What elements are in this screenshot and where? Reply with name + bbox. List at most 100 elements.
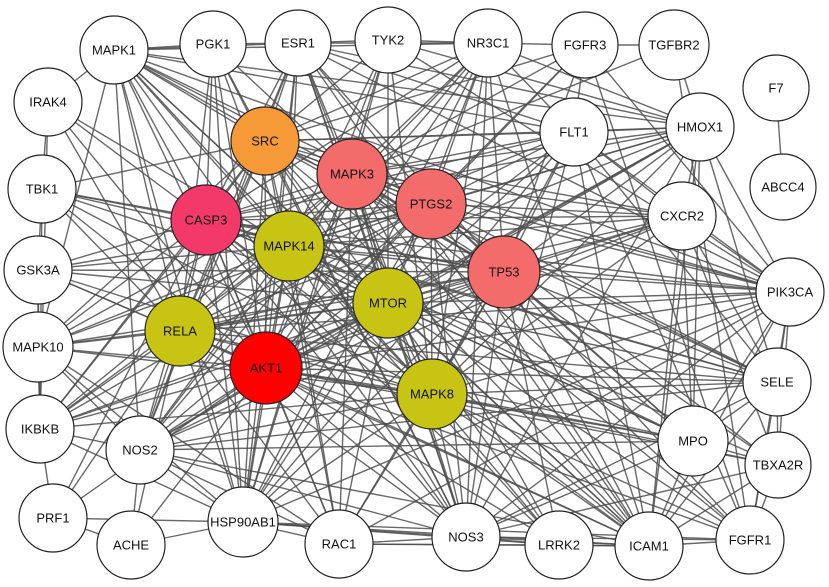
node-circle[interactable] [755, 257, 825, 327]
edge-mapk1-nos2 [113, 49, 141, 451]
node-label: PTGS2 [410, 197, 453, 212]
node-circle[interactable] [316, 138, 388, 210]
node-rela[interactable]: RELA [144, 295, 216, 367]
node-circle[interactable] [742, 347, 812, 417]
node-circle[interactable] [105, 415, 175, 485]
edge-tbk1-ikbkb [39, 188, 43, 430]
node-circle[interactable] [657, 405, 729, 477]
node-fgfr1[interactable]: FGFR1 [715, 505, 785, 575]
edge-cxcr2-tbxa2r [681, 215, 779, 466]
edge-flt1-nos3 [465, 131, 575, 538]
node-casp3[interactable]: CASP3 [170, 184, 242, 256]
edge-flt1-sele [573, 131, 778, 383]
node-circle[interactable] [229, 331, 303, 405]
node-circle[interactable] [304, 509, 374, 579]
node-src[interactable]: SRC [230, 106, 300, 176]
node-abcc4[interactable]: ABCC4 [749, 153, 817, 221]
edge-mapk1-nos3 [113, 49, 467, 538]
node-circle[interactable] [665, 92, 735, 162]
node-ikbkb[interactable]: IKBKB [5, 394, 75, 464]
node-mtor[interactable]: MTOR [352, 267, 424, 339]
node-mapk8[interactable]: MAPK8 [396, 358, 468, 430]
node-nos3[interactable]: NOS3 [431, 502, 501, 572]
node-akt1[interactable]: AKT1 [229, 331, 303, 405]
node-circle[interactable] [18, 483, 88, 553]
node-circle[interactable] [170, 184, 242, 256]
node-prf1[interactable]: PRF1 [18, 483, 88, 553]
node-label: TBK1 [26, 182, 59, 197]
node-mapk10[interactable]: MAPK10 [2, 311, 74, 383]
node-circle[interactable] [744, 431, 812, 499]
node-circle[interactable] [453, 8, 523, 78]
node-nr3c1[interactable]: NR3C1 [453, 8, 523, 78]
node-circle[interactable] [3, 235, 73, 305]
node-fgfr3[interactable]: FGFR3 [551, 11, 619, 79]
node-circle[interactable] [253, 210, 325, 282]
node-mapk14[interactable]: MAPK14 [253, 210, 325, 282]
node-circle[interactable] [207, 486, 279, 558]
node-cxcr2[interactable]: CXCR2 [647, 181, 717, 251]
node-circle[interactable] [647, 181, 717, 251]
node-gsk3a[interactable]: GSK3A [3, 235, 73, 305]
node-hsp90ab1[interactable]: HSP90AB1 [207, 486, 279, 558]
node-circle[interactable] [524, 510, 594, 580]
edge-tyk2-hsp90ab1 [242, 39, 389, 523]
node-irak4[interactable]: IRAK4 [13, 67, 83, 137]
node-circle[interactable] [5, 394, 75, 464]
node-label: HMOX1 [677, 120, 723, 135]
node-circle[interactable] [354, 6, 422, 74]
edge-tp53-nr3c1 [487, 42, 505, 273]
edge-mapk8-gsk3a [37, 269, 433, 395]
node-circle[interactable] [7, 154, 77, 224]
node-circle[interactable] [96, 510, 166, 580]
node-circle[interactable] [614, 511, 684, 581]
node-pik3ca[interactable]: PIK3CA [755, 257, 825, 327]
node-tp53[interactable]: TP53 [467, 235, 541, 309]
node-icam1[interactable]: ICAM1 [614, 511, 684, 581]
edge-ptgs2-mapk10 [37, 203, 432, 348]
node-circle[interactable] [13, 67, 83, 137]
node-circle[interactable] [79, 15, 149, 85]
node-circle[interactable] [352, 267, 424, 339]
node-mapk1[interactable]: MAPK1 [79, 15, 149, 85]
node-hmox1[interactable]: HMOX1 [665, 92, 735, 162]
node-nos2[interactable]: NOS2 [105, 415, 175, 485]
node-circle[interactable] [539, 97, 609, 167]
node-circle[interactable] [2, 311, 74, 383]
node-tyk2[interactable]: TYK2 [354, 6, 422, 74]
node-esr1[interactable]: ESR1 [264, 9, 332, 77]
edge-akt1-nos3 [265, 367, 467, 538]
node-flt1[interactable]: FLT1 [539, 97, 609, 167]
edge-src-hsp90ab1 [242, 140, 266, 523]
node-tbk1[interactable]: TBK1 [7, 154, 77, 224]
node-circle[interactable] [395, 168, 467, 240]
node-pgk1[interactable]: PGK1 [179, 10, 247, 78]
node-rac1[interactable]: RAC1 [304, 509, 374, 579]
node-circle[interactable] [467, 235, 541, 309]
node-circle[interactable] [144, 295, 216, 367]
node-tbxa2r[interactable]: TBXA2R [744, 431, 812, 499]
node-mpo[interactable]: MPO [657, 405, 729, 477]
node-tgfbr2[interactable]: TGFBR2 [638, 9, 710, 81]
node-lrrk2[interactable]: LRRK2 [524, 510, 594, 580]
node-circle[interactable] [396, 358, 468, 430]
node-circle[interactable] [749, 153, 817, 221]
node-circle[interactable] [431, 502, 501, 572]
node-circle[interactable] [715, 505, 785, 575]
node-circle[interactable] [264, 9, 332, 77]
edge-mapk1-pik3ca [113, 49, 791, 293]
node-f7[interactable]: F7 [742, 54, 810, 122]
node-ptgs2[interactable]: PTGS2 [395, 168, 467, 240]
edge-src-nos2 [139, 140, 266, 451]
edge-mapk3-tgfbr2 [351, 44, 675, 175]
node-circle[interactable] [742, 54, 810, 122]
node-circle[interactable] [551, 11, 619, 79]
node-sele[interactable]: SELE [742, 347, 812, 417]
node-circle[interactable] [638, 9, 710, 81]
node-circle[interactable] [179, 10, 247, 78]
node-ache[interactable]: ACHE [96, 510, 166, 580]
node-circle[interactable] [230, 106, 300, 176]
node-mapk3[interactable]: MAPK3 [316, 138, 388, 210]
